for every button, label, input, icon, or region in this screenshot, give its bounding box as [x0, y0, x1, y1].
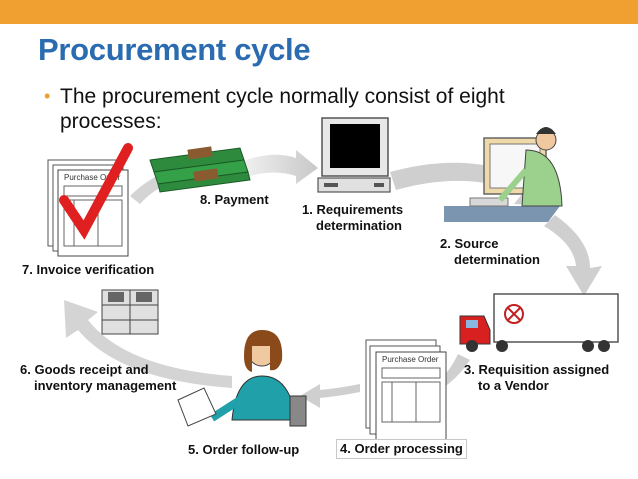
cycle-arrow-lower-left — [64, 300, 232, 388]
call-center-agent-icon — [177, 330, 307, 427]
money-stack-icon — [149, 146, 251, 193]
step-5-label: 5. Order follow-up — [188, 442, 300, 457]
purchase-order-icon: Purchase Order — [365, 339, 447, 441]
delivery-truck-icon — [459, 293, 619, 352]
shelving-icon — [101, 289, 159, 335]
step-8-label: 8. Payment — [200, 192, 269, 207]
step-4-label: 4. Order processing — [336, 439, 467, 459]
invoice-order-label: Purchase Order — [64, 173, 121, 182]
top-accent-bar — [0, 0, 638, 24]
slide-title: Procurement cycle — [38, 32, 311, 67]
cycle-arrow-bottom — [300, 384, 360, 408]
checked-purchase-order-icon: Purchase Order — [47, 143, 133, 257]
red-check-icon — [59, 143, 133, 240]
cycle-arrow-top — [240, 150, 318, 184]
step-2-label: 2. Source determination — [440, 236, 540, 267]
step-7-label: 7. Invoice verification — [22, 262, 155, 277]
step-3-label: 3. Requisition assigned to a Vendor — [464, 362, 610, 393]
bullet-text: The procurement cycle normally consist o… — [60, 85, 505, 133]
cycle-arrow-right — [544, 215, 602, 296]
step-6-label: 6. Goods receipt and inventory managemen… — [20, 362, 177, 393]
computer-icon — [317, 117, 391, 193]
computer-user-icon — [444, 127, 563, 222]
bullet-dot: • — [44, 86, 51, 106]
purchase-order-label: Purchase Order — [382, 355, 439, 364]
step-1-label: 1. Requirements determination — [302, 202, 404, 233]
